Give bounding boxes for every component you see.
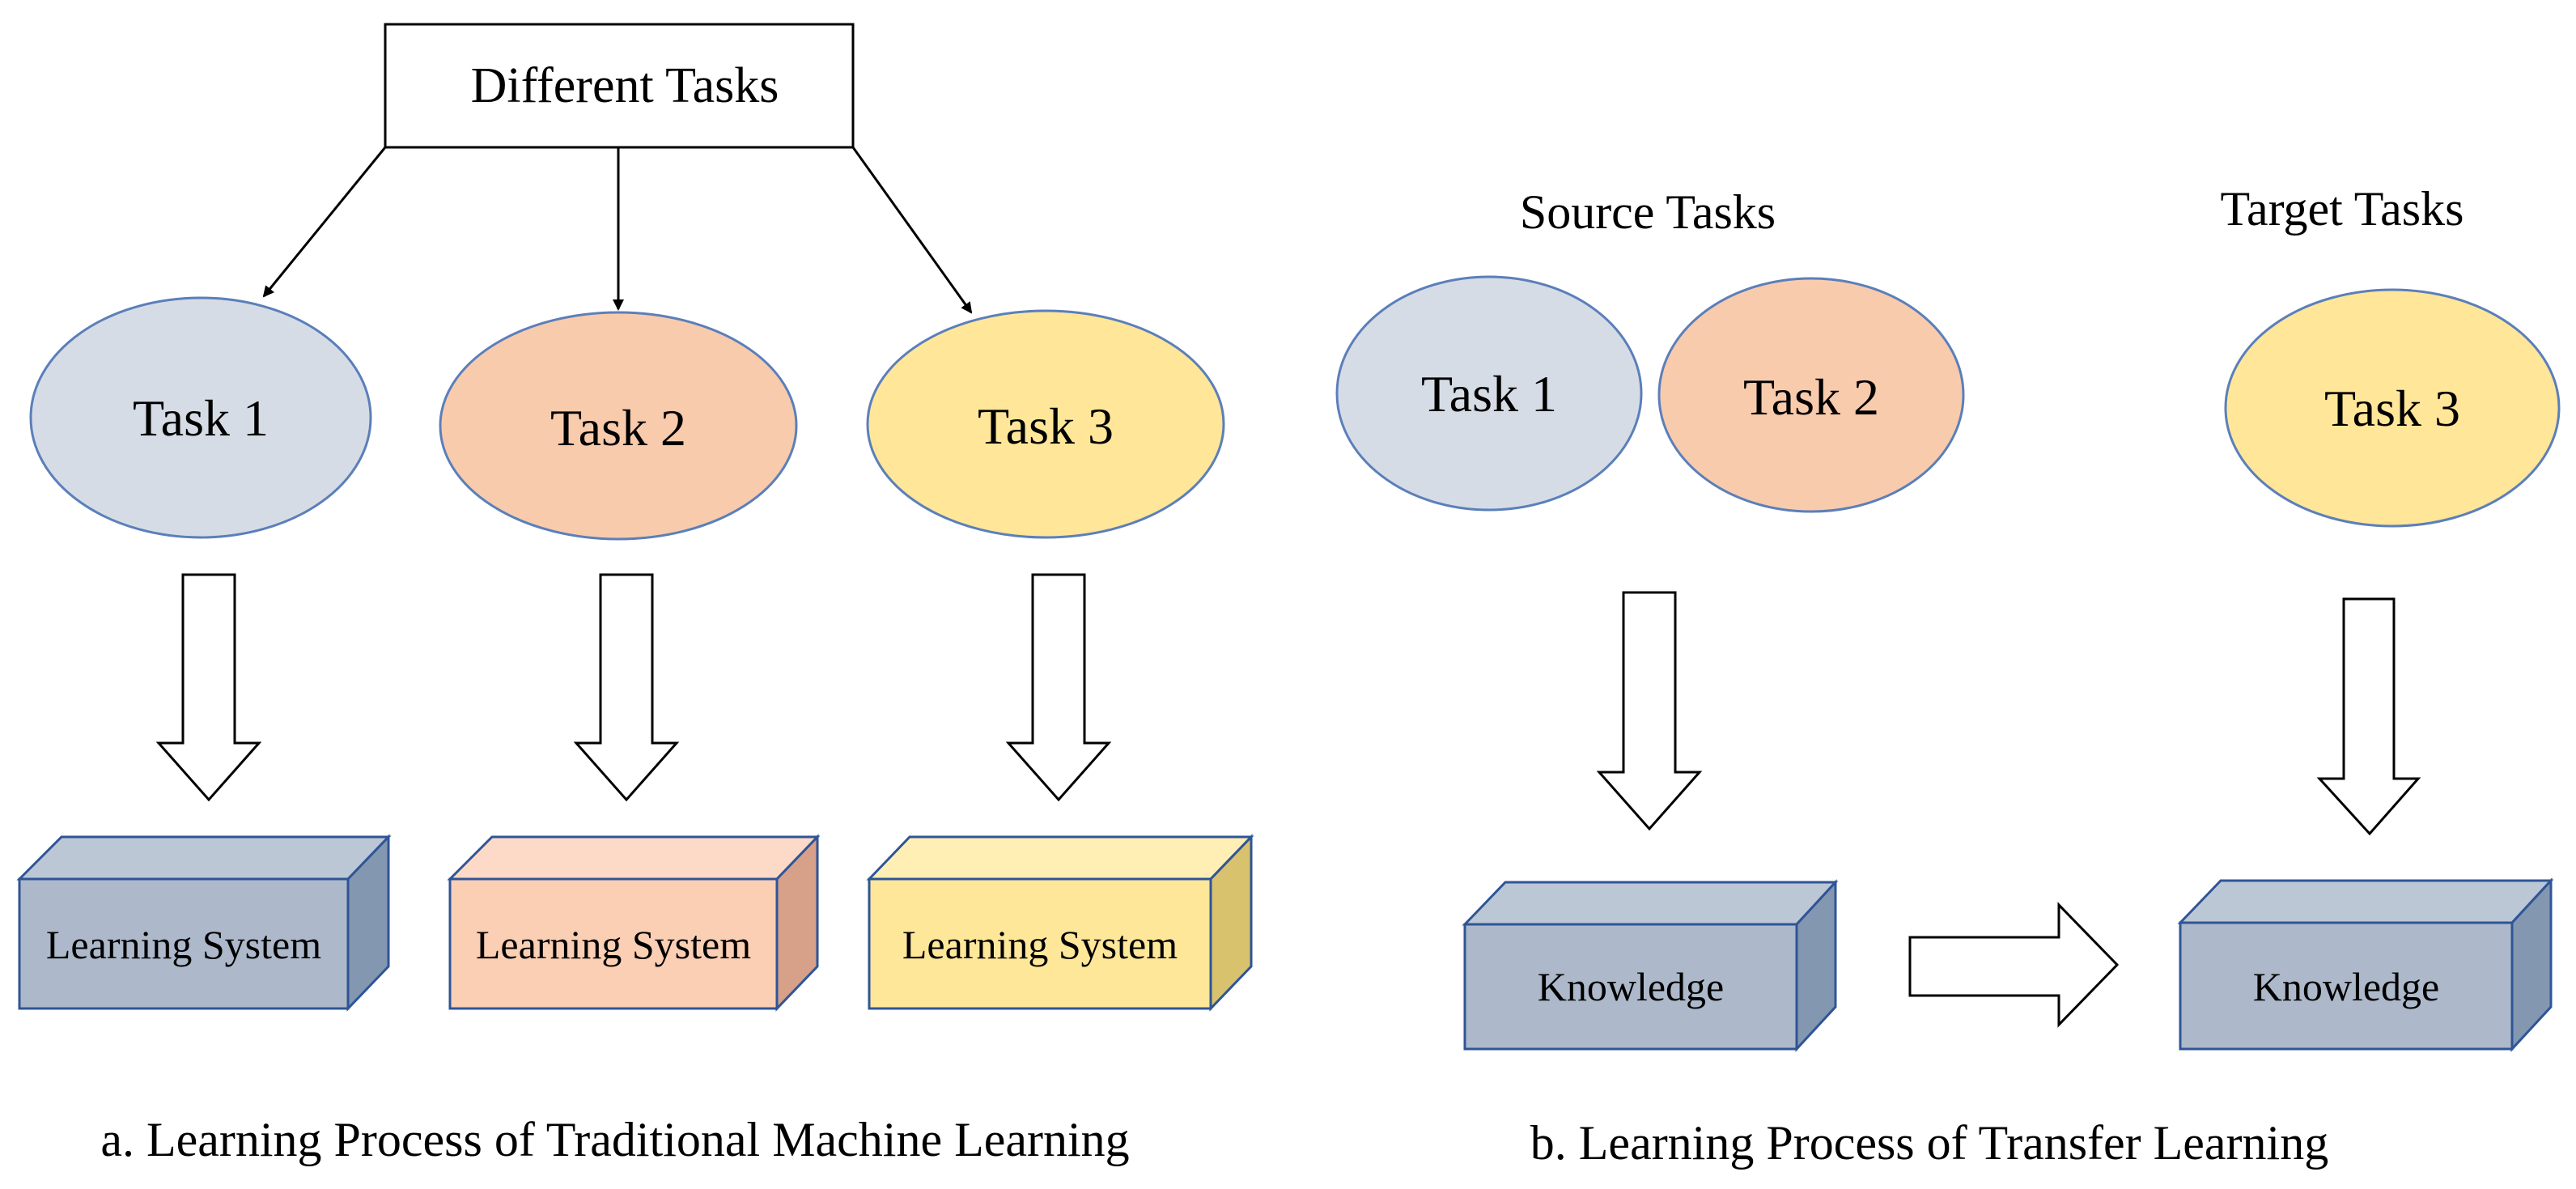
connector-arrow-task1 <box>262 147 387 298</box>
source-tasks-label: Source Tasks <box>1520 185 1776 239</box>
learning-system-box-3: Learning System <box>866 834 1254 1012</box>
caption-a: a. Learning Process of Traditional Machi… <box>100 1113 1129 1166</box>
source-task1-label: Task 1 <box>1421 365 1557 423</box>
knowledge-box-source: Knowledge <box>1462 879 1839 1052</box>
task2-label: Task 2 <box>550 399 686 456</box>
learning-system-label-1: Learning System <box>46 922 321 967</box>
caption-b: b. Learning Process of Transfer Learning <box>1530 1116 2328 1170</box>
learning-system-label-2: Learning System <box>476 922 751 967</box>
source-task1-ellipse <box>1335 275 1643 512</box>
target-task3-label: Task 3 <box>2324 380 2460 437</box>
block-arrow-task2 <box>573 573 680 802</box>
different-tasks-label: Different Tasks <box>471 58 779 113</box>
block-arrow-task3 <box>1005 573 1112 802</box>
knowledge-label-source: Knowledge <box>1538 964 1725 1009</box>
block-arrow-source <box>1596 591 1703 831</box>
knowledge-box-target: Knowledge <box>2177 877 2554 1052</box>
target-task3-ellipse <box>2224 288 2561 528</box>
knowledge-label-target: Knowledge <box>2253 964 2440 1009</box>
panel-traditional-ml: Different Tasks Task 1 Task 2 Task 3 Lea… <box>16 23 1254 1166</box>
task2-ellipse <box>439 311 798 541</box>
block-arrow-task1 <box>155 573 262 802</box>
connector-arrow-task3 <box>851 147 973 314</box>
learning-system-label-3: Learning System <box>902 922 1178 967</box>
panel-transfer-learning: Source Tasks Target Tasks Task 1 Task 2 … <box>1335 182 2561 1170</box>
task1-label: Task 1 <box>133 389 269 447</box>
task3-ellipse <box>866 309 1225 539</box>
transfer-block-arrow <box>1908 902 2120 1028</box>
learning-system-box-1: Learning System <box>16 834 392 1012</box>
task3-label: Task 3 <box>978 397 1114 455</box>
source-task2-ellipse <box>1657 277 1965 513</box>
block-arrow-target <box>2316 597 2421 836</box>
target-tasks-label: Target Tasks <box>2221 182 2464 236</box>
source-task2-label: Task 2 <box>1743 368 1879 426</box>
different-tasks-box <box>384 23 855 149</box>
learning-system-box-2: Learning System <box>447 834 821 1012</box>
task1-ellipse <box>29 296 372 539</box>
